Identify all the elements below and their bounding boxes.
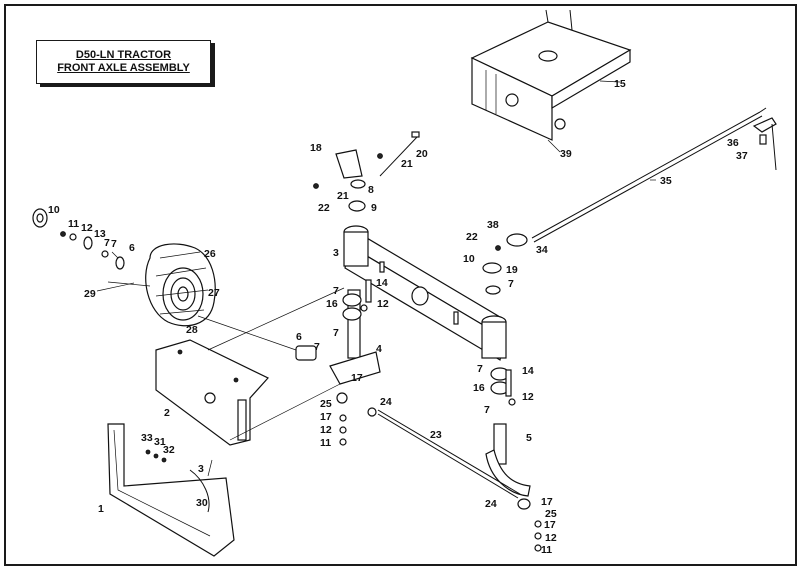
part-label: 27 [208,287,220,299]
drag-link-drawing [531,107,777,243]
part-label: 14 [376,277,388,289]
part-label: 32 [163,444,175,456]
part-label: 25 [545,508,557,520]
part-label: 7 [104,237,110,249]
part-label: 16 [473,382,485,394]
part-label: 17 [351,372,363,384]
front-bumper-drawing [107,423,235,557]
part-label: 3 [333,247,339,259]
part-label: 11 [68,218,79,230]
part-label: 17 [544,519,556,531]
wheel-assembly-drawing [32,208,216,327]
part-label: 7 [314,341,320,353]
part-label: 36 [727,137,739,149]
part-label: 5 [526,432,532,444]
part-label: 29 [84,288,96,300]
part-label: 7 [111,238,117,250]
part-labels: 1 2 3 3 4 5 6 6 7 7 7 7 7 7 7 7 8 9 10 1… [48,78,748,556]
part-label: 26 [204,248,216,260]
part-label: 12 [522,391,534,403]
part-label: 4 [376,343,382,355]
part-label: 15 [614,78,626,90]
diagram-frame [4,4,797,566]
part-label: 7 [508,278,514,290]
part-label: 21 [337,190,349,202]
part-label: 21 [401,158,413,170]
fastener-stack-drawing [339,304,542,552]
title-box: D50-LN TRACTOR FRONT AXLE ASSEMBLY [36,40,211,84]
tie-rod-drawing [336,392,531,510]
part-label: 12 [545,532,557,544]
part-label: 7 [333,285,339,297]
part-label: 30 [196,497,208,509]
part-label: 6 [296,331,302,343]
part-label: 20 [416,148,428,160]
axle-plate-drawing [155,339,269,446]
part-label: 17 [541,496,553,508]
part-label: 3 [198,463,204,475]
part-label: 6 [129,242,135,254]
part-label: 33 [141,432,153,444]
title-line-1: D50-LN TRACTOR [75,49,172,61]
part-label: 25 [320,398,332,410]
part-label: 9 [371,202,377,214]
part-label: 22 [466,231,478,243]
part-label: 2 [164,407,170,419]
part-label: 23 [430,429,442,441]
spindle-drawing [295,233,531,497]
part-label: 12 [81,222,93,234]
part-label: 18 [310,142,322,154]
part-label: 12 [320,424,332,436]
part-label: 22 [318,202,330,214]
part-label: 7 [477,363,483,375]
part-label: 24 [485,498,497,510]
part-label: 14 [522,365,534,377]
part-label: 24 [380,396,392,408]
part-label: 12 [377,298,389,310]
part-label: 34 [536,244,548,256]
part-label: 10 [48,204,60,216]
pivot-hardware-drawing [313,131,420,212]
title-line-2: FRONT AXLE ASSEMBLY [57,62,190,74]
part-label: 38 [487,219,499,231]
part-label: 10 [463,253,475,265]
part-label: 8 [368,184,374,196]
part-label: 17 [320,411,332,423]
part-label: 31 [154,436,166,448]
part-label: 16 [326,298,338,310]
part-label: 39 [560,148,572,160]
part-label: 11 [541,544,552,556]
leader-lines [96,80,656,477]
part-label: 1 [98,503,104,515]
part-label: 7 [333,327,339,339]
part-label: 28 [186,324,198,336]
part-label: 35 [660,175,672,187]
part-label: 7 [484,404,490,416]
mounting-bracket-drawing [470,9,632,141]
part-label: 13 [94,228,106,240]
part-label: 11 [320,437,331,449]
part-label: 19 [506,264,518,276]
part-label: 37 [736,150,748,162]
axle-beam-drawing [343,225,507,361]
